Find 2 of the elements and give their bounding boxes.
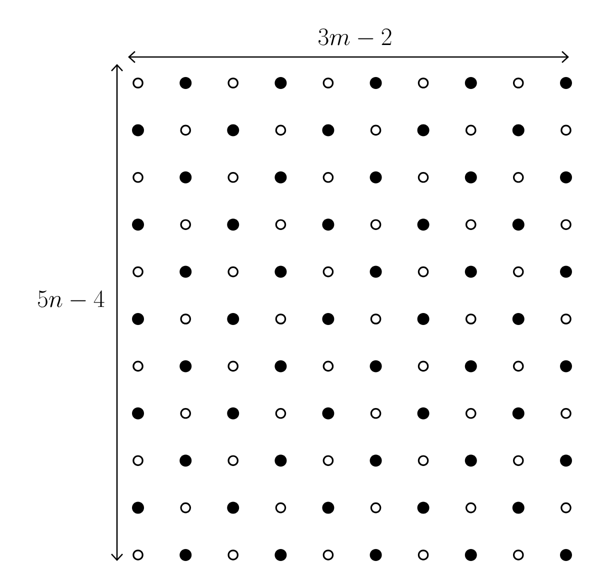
dimension-label: $5n-4$ [38,290,104,308]
dimension-label: $3m-2$ [318,28,392,46]
